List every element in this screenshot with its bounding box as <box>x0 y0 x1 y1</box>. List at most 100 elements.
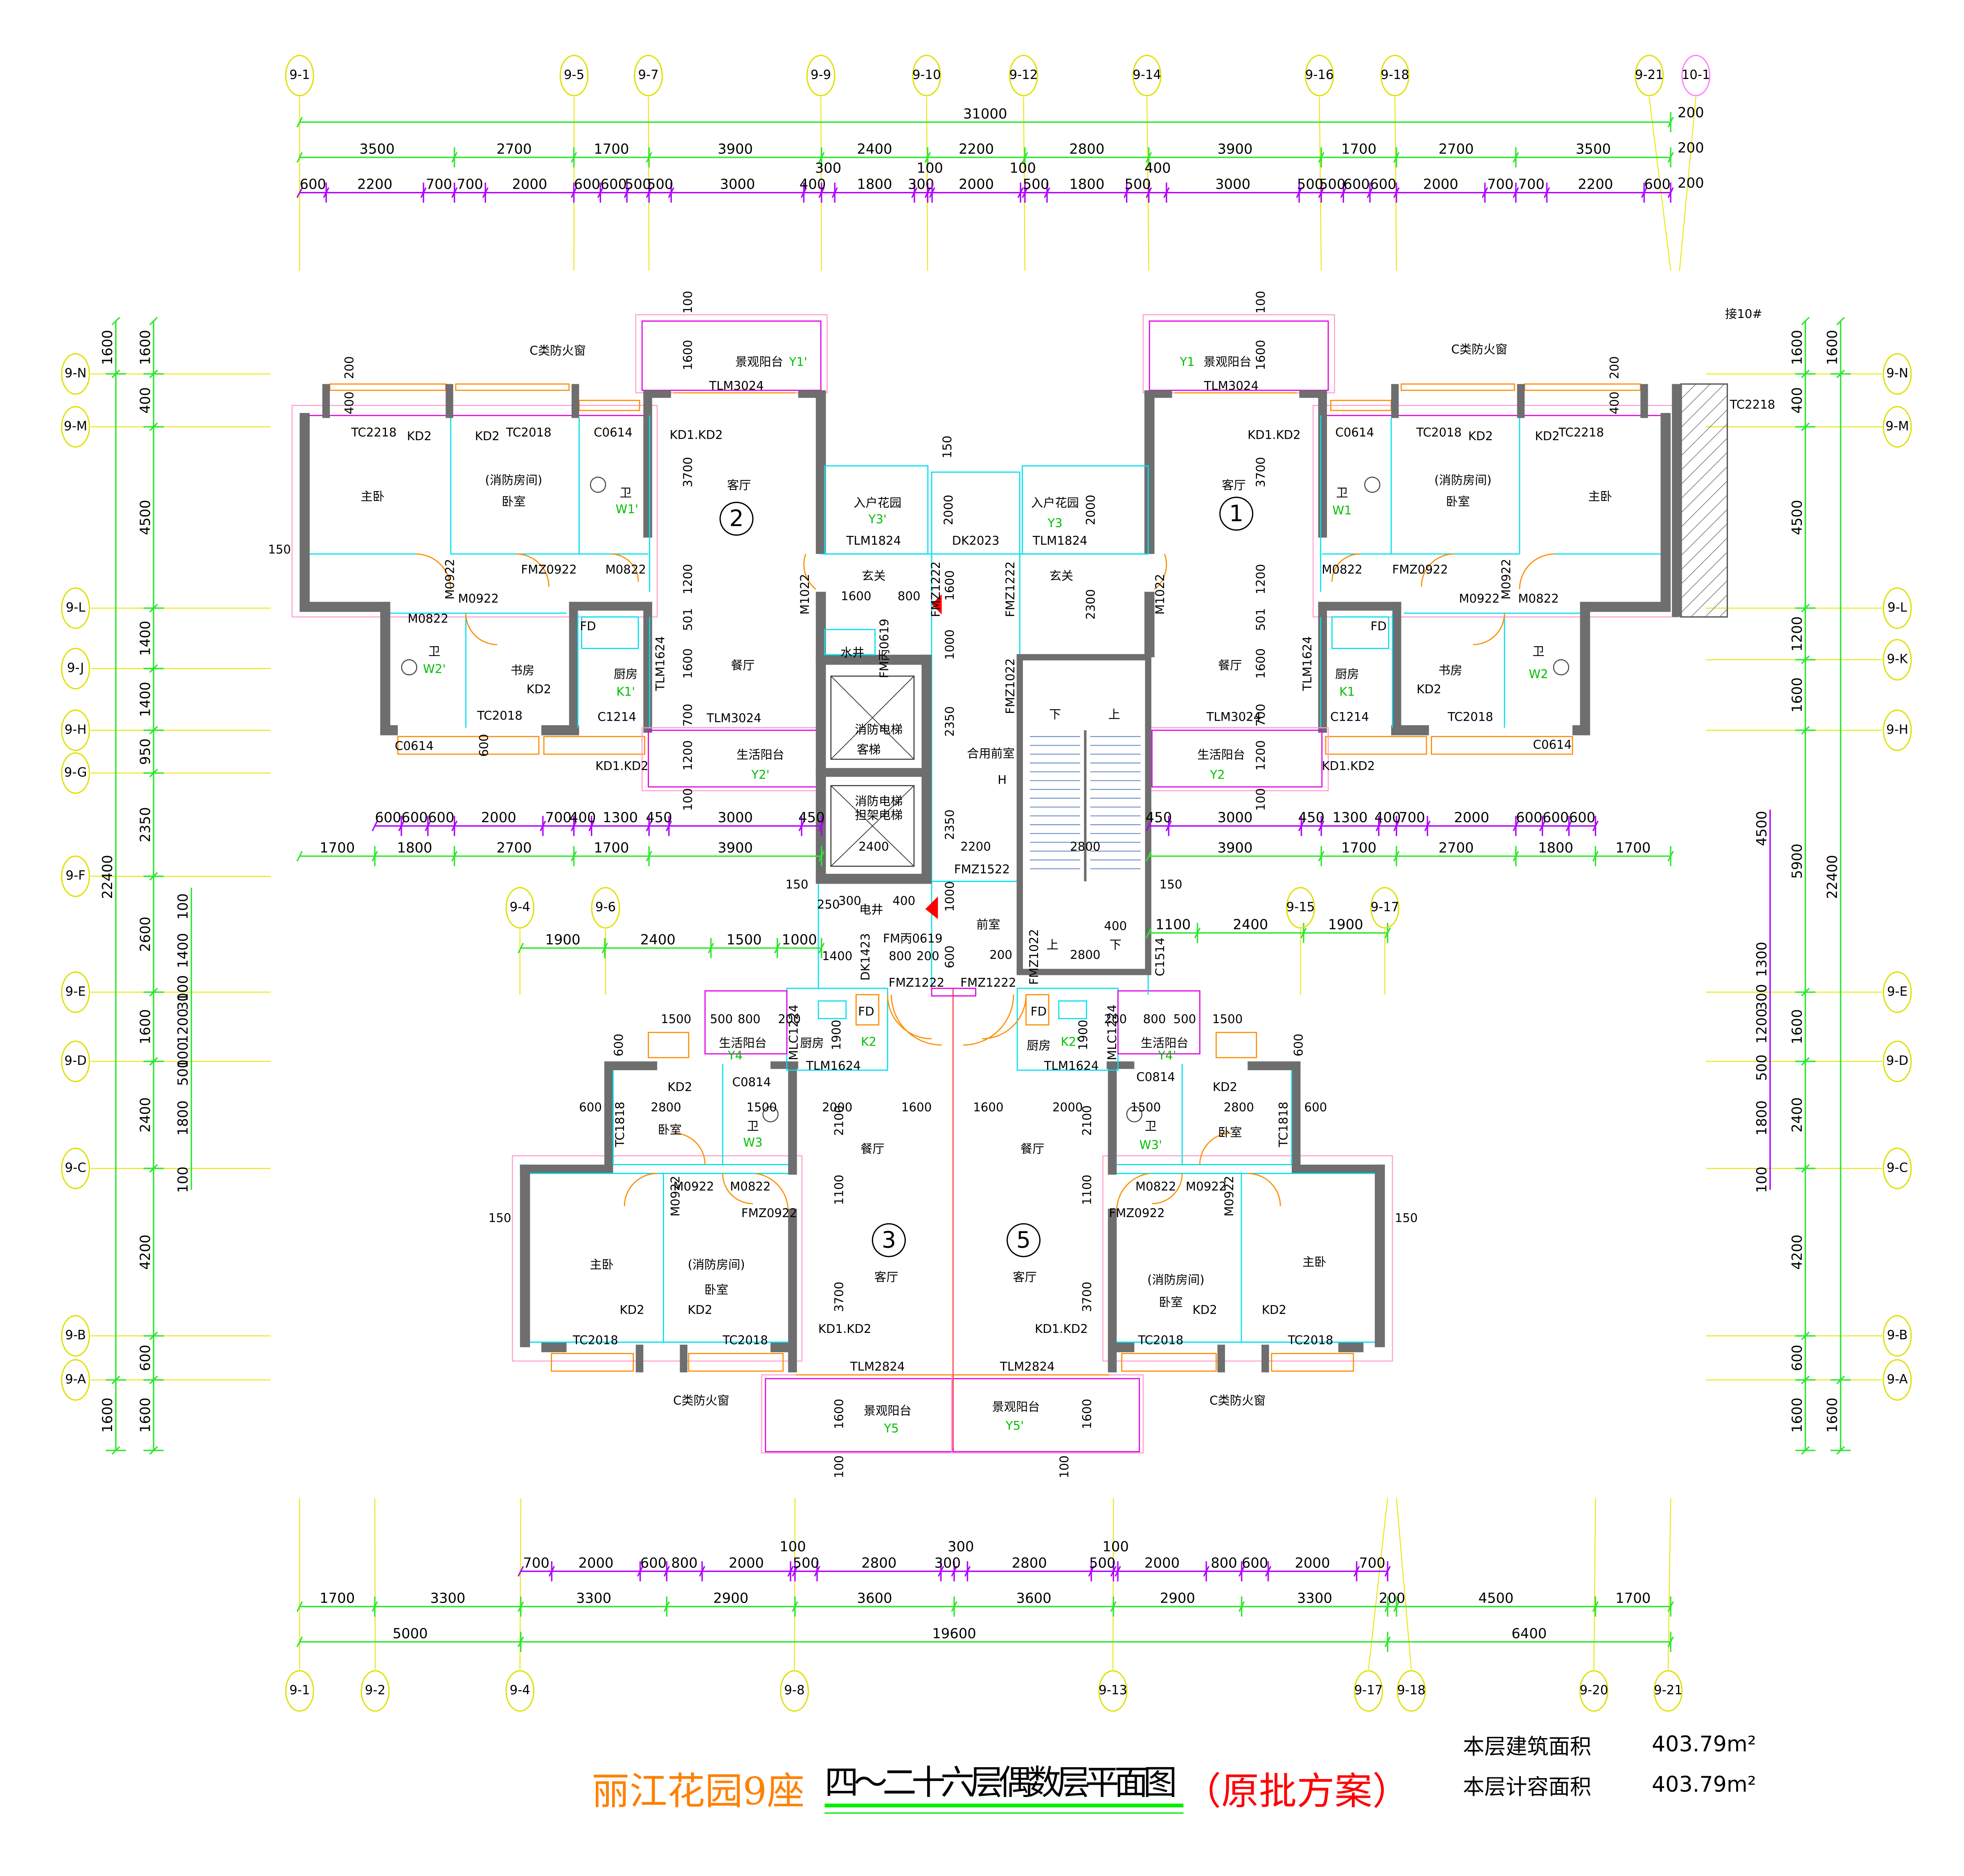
unit2-label: 客厅 <box>727 478 751 492</box>
dimension-text: 22400 <box>99 855 115 899</box>
unit1-label: W2 <box>1529 667 1548 681</box>
unit5-number-badge <box>1007 1223 1041 1257</box>
unit3-label: K2 <box>861 1035 876 1048</box>
core-label: 200 <box>917 949 939 963</box>
unit5-label: TC2018 <box>1288 1333 1333 1347</box>
dimension-text: 1700 <box>1341 840 1376 856</box>
area-value-far: 403.79m² <box>1652 1772 1756 1797</box>
dimension-text: 100 <box>1009 160 1036 176</box>
unit5-label: 1500 <box>1131 1100 1161 1114</box>
axis-label: 9-12 <box>1009 68 1038 82</box>
dimension-text: 1600 <box>1789 1009 1805 1044</box>
axis-label: 9-13 <box>1099 1683 1127 1698</box>
unit2-label: M0922 <box>443 559 457 600</box>
unit3-label: 1500 <box>661 1012 691 1026</box>
dimension-text: 450 <box>1298 809 1325 825</box>
unit1-label: 1600 <box>1254 340 1268 370</box>
axis-label: 9-18 <box>1397 1683 1426 1698</box>
unit1-number-badge <box>1219 496 1254 531</box>
unit3-label: 2100 <box>832 1105 846 1136</box>
dimension-text: 600 <box>1242 1555 1268 1571</box>
unit3-label: C0814 <box>732 1075 771 1089</box>
dimension-text: 2000 <box>1295 1555 1330 1571</box>
unit3-label: FD <box>858 1005 874 1019</box>
axis-bubble-icon <box>1305 54 1334 97</box>
dimension-text: 2000 <box>1423 176 1458 192</box>
dimension-text: 1900 <box>545 932 580 948</box>
unit2-label: TC2018 <box>477 709 523 723</box>
unit3-label: C类防火窗 <box>673 1393 729 1407</box>
dimension-text: 1800 <box>1754 1100 1770 1136</box>
unit1-label: KD2 <box>1417 682 1441 696</box>
dimension-text: 200 <box>1678 104 1704 120</box>
dimension-text: 2800 <box>1012 1555 1047 1571</box>
unit5-label: 1600 <box>1080 1399 1094 1429</box>
unit5-label: 景观阳台 <box>992 1400 1040 1414</box>
dimension-text: 2000 <box>959 176 994 192</box>
axis-bubble-icon <box>61 647 90 690</box>
dimension-text: 6400 <box>1511 1626 1547 1642</box>
dimension-text: 1900 <box>1328 917 1363 933</box>
unit2-label: 150 <box>268 542 291 556</box>
unit3-label: 2800 <box>651 1100 681 1114</box>
dimension-text: 400 <box>1374 809 1401 825</box>
unit1-label: TC2218 <box>1558 425 1604 439</box>
dimension-text: 4500 <box>1789 500 1805 535</box>
dimension-text: 1600 <box>1789 677 1805 713</box>
dimension-text: 600 <box>1370 176 1396 192</box>
unit1-label: 接10# <box>1725 307 1762 321</box>
axis-label: 9-E <box>1887 984 1908 999</box>
unit1-label: 400 <box>1608 392 1622 415</box>
dimension-text: 1400 <box>175 933 191 968</box>
dimension-text: 2800 <box>1069 141 1104 157</box>
unit5-label: 1600 <box>973 1100 1003 1114</box>
dimension-text: 300 <box>948 1539 974 1555</box>
core-label: 2000 <box>1084 495 1098 525</box>
dimension-text: 600 <box>640 1555 667 1571</box>
unit3-label: Y5 <box>883 1421 899 1435</box>
dimension-text: 700 <box>426 176 452 192</box>
dimension-text: 400 <box>137 387 153 414</box>
axis-bubble-icon <box>1009 54 1038 97</box>
unit3-label: M0922 <box>673 1179 714 1193</box>
unit2-label: C0614 <box>594 425 633 439</box>
dimension-text: 3000 <box>1217 809 1252 825</box>
core-label: FMZ1222 <box>960 976 1016 990</box>
unit2-label: 1200 <box>681 740 695 771</box>
unit2-label: W2' <box>423 662 446 676</box>
unit5-label: FD <box>1031 1005 1047 1019</box>
core-label: 400 <box>1104 919 1127 933</box>
unit1-label: 1200 <box>1254 740 1268 771</box>
unit5-label: TLM1624 <box>1044 1059 1099 1073</box>
dimension-text: 600 <box>1343 176 1370 192</box>
dimension-text: 2350 <box>137 807 153 842</box>
dimension-text: 400 <box>1144 160 1171 176</box>
unit1-label: 卧室 <box>1446 495 1470 509</box>
unit3-label: 150 <box>489 1211 511 1225</box>
core-label: 玄关 <box>862 569 885 583</box>
axis-bubble-icon <box>1380 54 1410 97</box>
dimension-text: 700 <box>457 176 483 192</box>
dimension-text: 200 <box>1678 140 1704 156</box>
core-label: C1514 <box>1153 938 1167 976</box>
core-label: 合用前室 <box>967 746 1015 760</box>
core-label: 玄关 <box>1050 569 1073 583</box>
dimension-text: 2000 <box>1144 1555 1180 1571</box>
unit2-label: TLM3024 <box>706 711 761 725</box>
unit2-label: C1214 <box>597 710 636 724</box>
dimension-text: 1300 <box>1754 942 1770 977</box>
core-label: DK1423 <box>858 933 872 981</box>
dimension-text: 100 <box>917 160 943 176</box>
adjacent-building-wall <box>1672 383 1728 618</box>
dimension-text: 600 <box>300 176 326 192</box>
axis-bubble-icon <box>1396 1670 1426 1712</box>
unit1-label: C0614 <box>1533 737 1572 751</box>
axis-label: 9-20 <box>1579 1683 1608 1698</box>
dimension-text: 400 <box>1789 387 1805 414</box>
dimension-text: 700 <box>1359 1555 1385 1571</box>
dimension-text: 500 <box>1089 1555 1116 1571</box>
unit5-label: KD1.KD2 <box>1035 1322 1088 1336</box>
dimension-text: 300 <box>1754 984 1770 1010</box>
dimension-text: 3900 <box>718 840 753 856</box>
axis-label: 9-M <box>64 419 87 433</box>
